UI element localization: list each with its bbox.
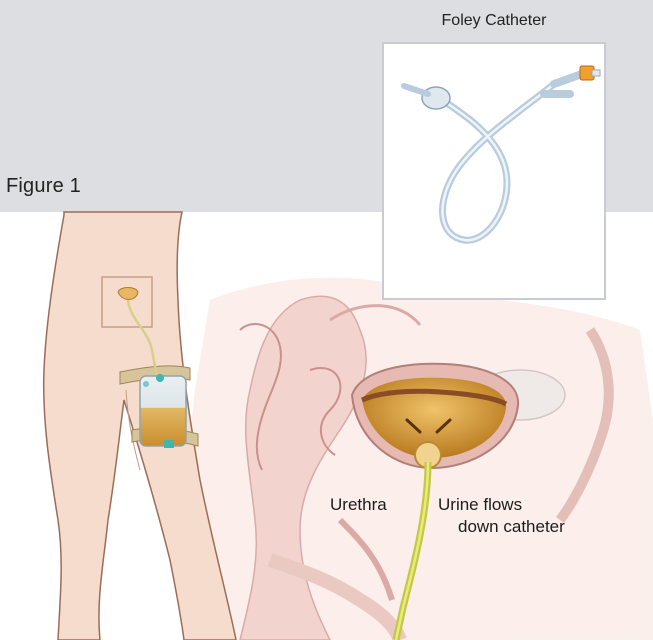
foley-catheter-inset <box>382 42 606 300</box>
foley-catheter-image <box>384 44 604 298</box>
urine-flows-callout-line1: Urine flows <box>438 494 522 516</box>
inset-title: Foley Catheter <box>382 12 606 30</box>
urine-flows-callout-line2: down catheter <box>458 516 565 538</box>
urethra-callout: Urethra <box>330 494 387 516</box>
figure-label: Figure 1 <box>6 175 81 198</box>
